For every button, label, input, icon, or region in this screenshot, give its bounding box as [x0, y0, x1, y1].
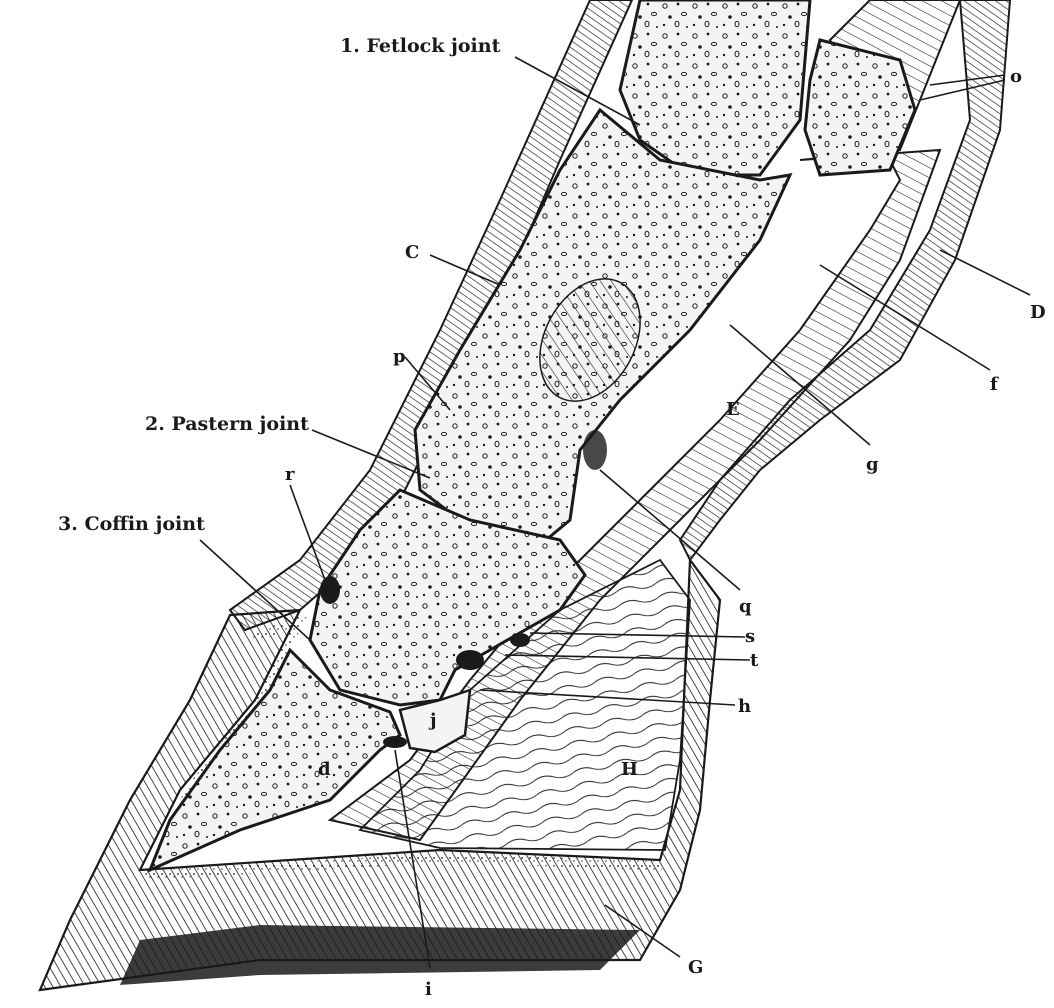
label-D: D	[1030, 302, 1046, 323]
label-H: H	[621, 759, 638, 780]
label-g: g	[866, 454, 879, 475]
label-s: s	[745, 626, 755, 647]
label-i: i	[425, 979, 432, 1000]
label-coffin-joint: 3. Coffin joint	[58, 513, 205, 535]
label-f: f	[990, 374, 999, 395]
label-q: q	[739, 596, 752, 617]
label-j: j	[428, 710, 437, 731]
label-d: d	[318, 759, 331, 780]
label-pastern-joint: 2. Pastern joint	[145, 413, 309, 435]
label-t: t	[750, 650, 759, 671]
label-r: r	[285, 464, 295, 485]
label-E: E	[726, 399, 740, 420]
label-fetlock-joint: 1. Fetlock joint	[340, 35, 501, 57]
label-G: G	[688, 957, 703, 978]
label-C: C	[405, 242, 419, 263]
label-p: p	[393, 346, 406, 367]
label-h: h	[738, 696, 751, 717]
sole	[120, 925, 640, 985]
label-o: o	[1010, 66, 1022, 87]
